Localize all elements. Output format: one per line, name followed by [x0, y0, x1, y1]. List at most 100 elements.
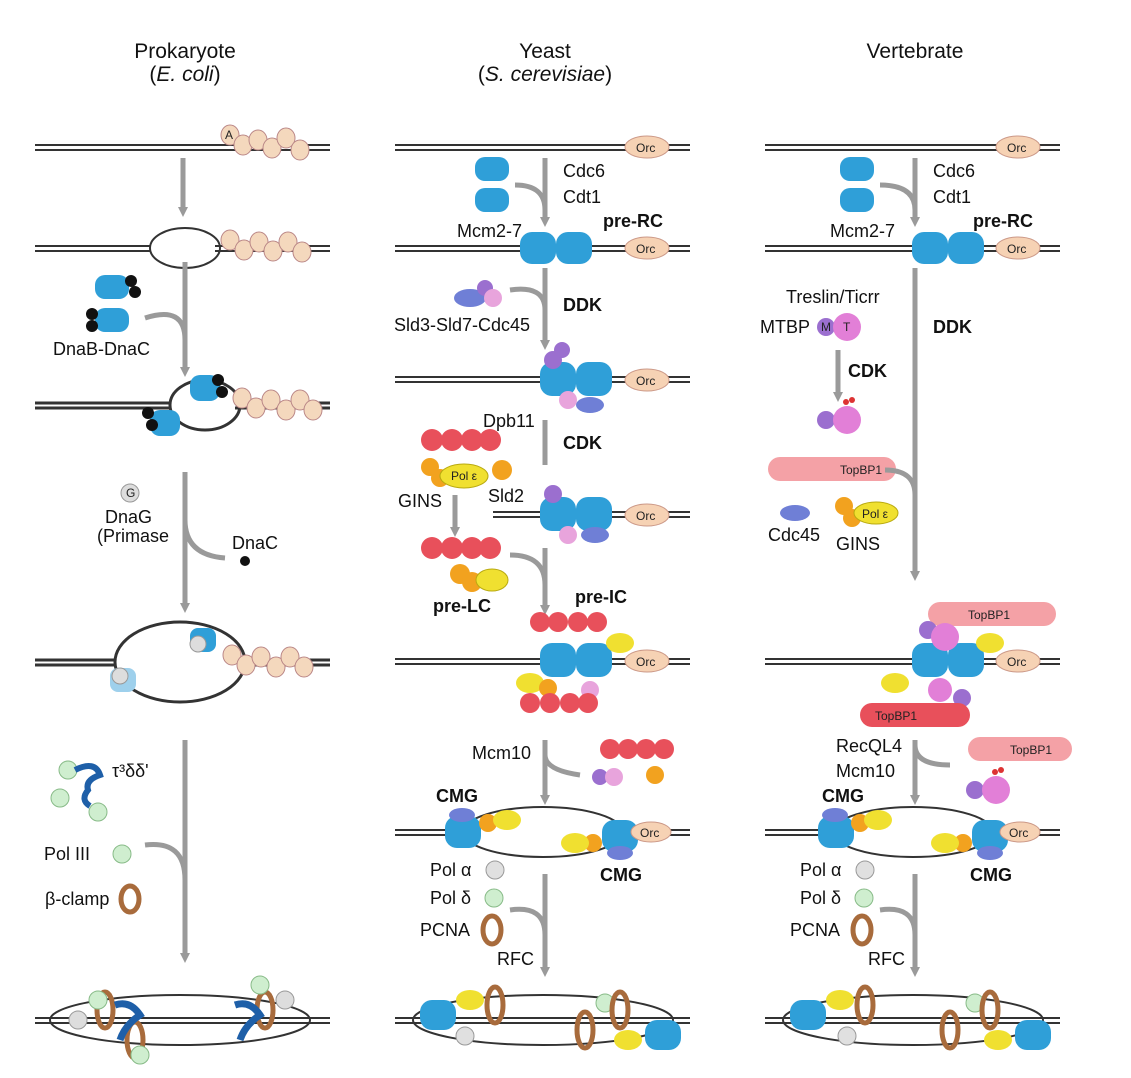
cdc45-label: Cdc45 — [768, 525, 821, 545]
arrow-curve-in — [884, 467, 918, 496]
pol-iii-icon — [112, 844, 132, 864]
beta-clamp-label: β-clamp — [45, 889, 110, 909]
dpb11-label: Dpb11 — [483, 411, 535, 431]
topbp1-label: TopBP1 — [875, 709, 917, 723]
topbp1-released — [968, 737, 1072, 761]
pre-lc-complex — [421, 537, 509, 592]
orc-label: Orc — [1007, 141, 1026, 155]
dnag-letter: G — [126, 486, 135, 500]
column-title-yeast: Yeast(S. cerevisiae) — [455, 40, 635, 86]
sld2-label: Sld2 — [488, 486, 525, 506]
orc-complex — [624, 368, 670, 392]
pol-alpha-icon — [855, 860, 875, 880]
arrow-curve-in — [879, 182, 918, 211]
vertebrate-column: Orc Orc M T — [765, 135, 1072, 1051]
yeast-subtitle: (S. cerevisiae) — [478, 63, 612, 86]
arrow-curve-in — [509, 286, 548, 311]
arrow-curve-in — [514, 182, 548, 211]
released-factors — [592, 739, 674, 786]
mcm-label: Mcm2-7 — [830, 221, 896, 241]
orc-label: Orc — [640, 826, 659, 840]
phospho-treslin-mtbp — [817, 397, 861, 434]
recql4-label: RecQL4 — [836, 736, 903, 756]
column-title-prokaryote: Prokaryote(E. coli) — [115, 40, 255, 86]
dnac-label: DnaC — [232, 533, 279, 553]
species-name: S. cerevisiae — [484, 63, 606, 87]
paren-close: ) — [605, 63, 613, 87]
cdc6-label: Cdc6 — [933, 161, 976, 181]
cmg-left-label: CMG — [822, 786, 864, 806]
clamp-loader-complex — [50, 760, 108, 822]
mcm-double-hexamer — [912, 232, 984, 264]
paren-close: ) — [213, 63, 221, 87]
arrow-curve-in — [509, 552, 548, 586]
mcm10-label: Mcm10 — [472, 743, 532, 763]
gins-label: GINS — [836, 534, 881, 554]
topbp1-protein — [768, 457, 896, 481]
dnab-dnac-complex — [86, 275, 141, 332]
pcna-label: PCNA — [790, 920, 841, 940]
dnaA-letter: A — [225, 128, 233, 142]
yeast-column: Orc Orc — [395, 135, 690, 1051]
cmg-helicase-right — [931, 820, 1008, 860]
mtbp-label: MTBP — [760, 317, 811, 337]
dpb11-chain — [421, 429, 501, 451]
orc-complex — [999, 821, 1041, 843]
treslin-label: Treslin/Ticrr — [786, 287, 880, 307]
orc-complex — [630, 821, 672, 843]
helicase-loaded — [142, 374, 228, 436]
cdk-label: CDK — [563, 433, 602, 453]
mcm-sld-complex — [540, 485, 612, 544]
yeast-replisome — [420, 984, 681, 1051]
dnab-dnac-label: DnaB-DnaC — [53, 339, 151, 359]
arrow-curve-in — [509, 906, 548, 936]
prokaryote-title: Prokaryote — [134, 40, 236, 63]
orc-complex — [995, 135, 1041, 159]
pol-delta-icon — [484, 888, 504, 908]
cdc45-protein — [780, 505, 810, 521]
column-title-vertebrate: Vertebrate — [866, 40, 964, 63]
pcna-label: PCNA — [420, 920, 471, 940]
pol-delta-icon — [854, 888, 874, 908]
pre-lc-label: pre-LC — [433, 596, 491, 616]
released-treslin-mtbp — [966, 767, 1010, 804]
arrow-curve-in — [879, 906, 918, 936]
orc-label: Orc — [1009, 826, 1028, 840]
primase-label: (Primase — [97, 526, 170, 546]
pre-rc-label: pre-RC — [603, 211, 664, 231]
gins-pol-e-complex — [421, 458, 512, 489]
orc-complex — [995, 236, 1041, 260]
cmg-helicase-left — [445, 808, 521, 848]
pol-alpha-icon — [485, 860, 505, 880]
orc-complex — [624, 236, 670, 260]
dnaA-cluster — [220, 124, 310, 161]
sld-cdc45-complex — [454, 280, 502, 307]
orc-label: Orc — [636, 242, 655, 256]
sld-label: Sld3-Sld7-Cdc45 — [394, 315, 531, 335]
orc-complex — [995, 649, 1041, 673]
prokaryote-subtitle: (E. coli) — [149, 63, 220, 86]
primosome — [110, 628, 216, 692]
gins-label: GINS — [398, 491, 443, 511]
vertebrate-replisome — [790, 984, 1051, 1051]
cdk-label: CDK — [848, 361, 887, 381]
dnaA-cluster — [222, 644, 314, 678]
cmg-right-label: CMG — [970, 865, 1012, 885]
mcm-hexamer — [475, 157, 509, 212]
beta-clamp-icon — [118, 883, 142, 915]
pol-alpha-label: Pol α — [800, 860, 842, 880]
pre-ic-complex — [516, 612, 634, 713]
arrow-curve-out — [912, 744, 951, 768]
replisome-proteins — [68, 975, 295, 1065]
arrow-curve-out — [542, 754, 581, 778]
pol-alpha-label: Pol α — [430, 860, 472, 880]
topbp1-label: TopBP1 — [1010, 743, 1052, 757]
cdt1-label: Cdt1 — [563, 187, 602, 207]
cdc6-label: Cdc6 — [563, 161, 606, 181]
rfc-label: RFC — [868, 949, 905, 969]
orc-label: Orc — [1007, 242, 1026, 256]
clamp-loader-label: τ³δδ' — [112, 761, 149, 781]
cmg-helicase-left — [818, 808, 892, 848]
orc-complex — [624, 649, 670, 673]
